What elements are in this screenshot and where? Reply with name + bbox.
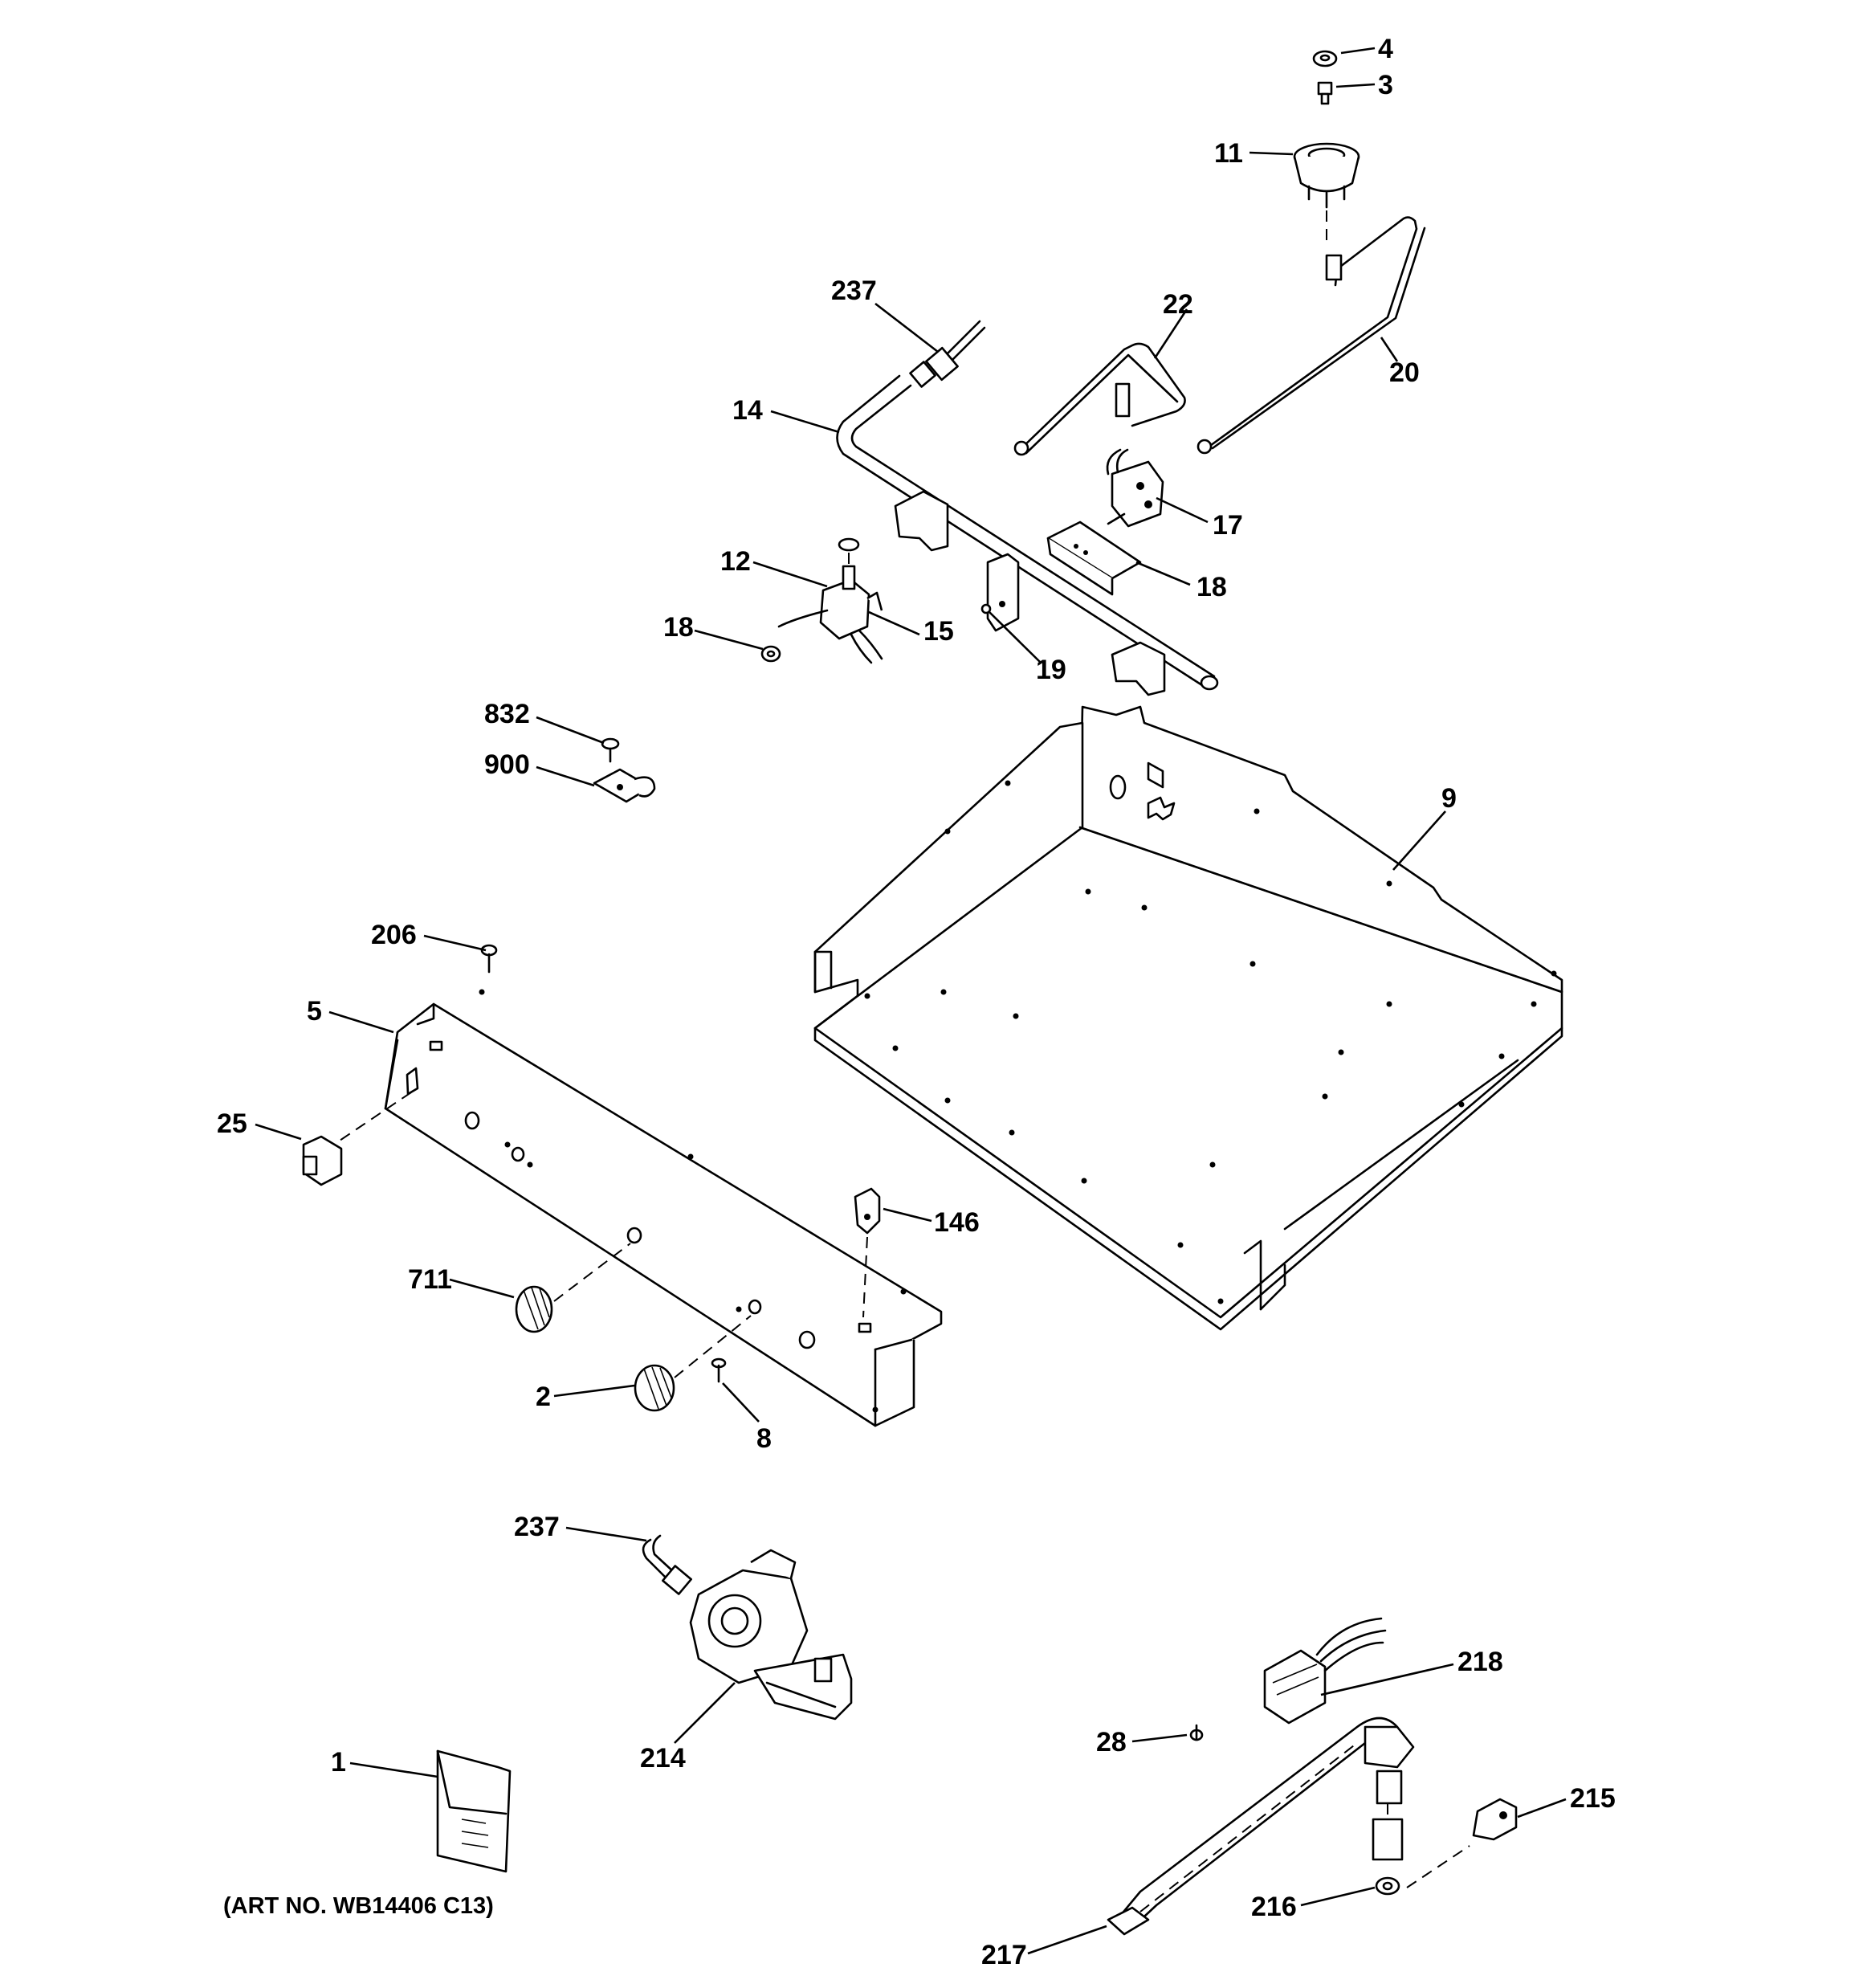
label-215: 215 bbox=[1570, 1783, 1616, 1814]
label-218: 218 bbox=[1457, 1647, 1503, 1677]
part-15-wires bbox=[777, 609, 883, 664]
part-5-control-panel bbox=[384, 989, 943, 1427]
part-1-literature bbox=[436, 1749, 512, 1873]
part-11-burner-cap bbox=[1293, 142, 1360, 209]
part-labels: 4 3 11 237 22 20 14 17 12 18 15 18 19 83… bbox=[217, 34, 1616, 1970]
part-28-screw bbox=[1189, 1724, 1204, 1741]
part-18-bracket bbox=[1046, 512, 1142, 596]
burner-box-holes bbox=[864, 780, 1557, 1304]
label-15: 15 bbox=[923, 616, 954, 647]
manifold-bracket-1 bbox=[894, 490, 949, 552]
label-711: 711 bbox=[408, 1264, 452, 1295]
label-206: 206 bbox=[371, 920, 417, 950]
label-5: 5 bbox=[307, 996, 322, 1027]
part-237-fitting-top bbox=[909, 320, 986, 388]
part-832-screw bbox=[601, 737, 620, 763]
part-217-burner-tube bbox=[1107, 1717, 1415, 1936]
part-216-nut bbox=[1375, 1876, 1400, 1896]
label-900: 900 bbox=[484, 749, 530, 780]
label-19: 19 bbox=[1036, 655, 1066, 685]
label-14: 14 bbox=[732, 395, 763, 426]
manifold-bracket-3 bbox=[986, 553, 1020, 632]
assembly-line bbox=[1406, 1845, 1470, 1888]
label-12: 12 bbox=[720, 546, 751, 577]
label-2: 2 bbox=[536, 1382, 551, 1412]
part-8-screw bbox=[711, 1357, 727, 1383]
label-3: 3 bbox=[1378, 70, 1393, 100]
assembly-line bbox=[674, 1315, 752, 1378]
label-18-bracket: 18 bbox=[1196, 572, 1227, 602]
part-711-knob bbox=[515, 1285, 553, 1333]
part-17-switch bbox=[1106, 448, 1164, 528]
part-19-screw bbox=[980, 603, 992, 614]
part-25-switch bbox=[302, 1135, 343, 1186]
label-4: 4 bbox=[1378, 34, 1393, 64]
label-8: 8 bbox=[756, 1423, 772, 1454]
label-214: 214 bbox=[640, 1743, 686, 1774]
assembly-line bbox=[862, 1236, 868, 1318]
part-146-clip bbox=[854, 1187, 881, 1235]
part-20-tube bbox=[1196, 216, 1426, 455]
part-3-screw bbox=[1317, 81, 1333, 105]
label-237-top: 237 bbox=[831, 276, 877, 306]
label-25: 25 bbox=[217, 1108, 247, 1139]
part-4-nut bbox=[1312, 50, 1338, 67]
part-900-clip bbox=[593, 768, 656, 803]
part-12-valve bbox=[819, 537, 883, 640]
label-22: 22 bbox=[1163, 289, 1193, 320]
part-215-bracket bbox=[1472, 1798, 1518, 1841]
label-18-nut: 18 bbox=[663, 612, 694, 643]
part-9-burner-box bbox=[813, 705, 1563, 1331]
part-214-valve bbox=[689, 1549, 853, 1721]
art-number-caption: (ART NO. WB14406 C13) bbox=[223, 1893, 494, 1919]
part-2-knob bbox=[634, 1364, 675, 1412]
label-9: 9 bbox=[1441, 783, 1457, 814]
part-218-igniter bbox=[1263, 1617, 1387, 1725]
leader-lines bbox=[255, 47, 1567, 1955]
assembly-line bbox=[553, 1243, 631, 1302]
manifold-bracket-2 bbox=[1111, 641, 1166, 696]
label-28: 28 bbox=[1096, 1727, 1127, 1757]
part-14-manifold bbox=[836, 374, 1219, 696]
label-237-bottom: 237 bbox=[514, 1512, 560, 1542]
part-18-nut bbox=[760, 645, 781, 663]
assembly-line bbox=[336, 1092, 412, 1143]
label-11: 11 bbox=[1214, 138, 1243, 169]
label-832: 832 bbox=[484, 699, 530, 729]
label-146: 146 bbox=[934, 1207, 980, 1238]
label-20: 20 bbox=[1389, 357, 1420, 388]
label-216: 216 bbox=[1251, 1892, 1297, 1922]
label-17: 17 bbox=[1213, 510, 1243, 541]
part-237-fitting-bottom bbox=[642, 1534, 692, 1595]
part-22-tube bbox=[1013, 342, 1186, 456]
label-1: 1 bbox=[331, 1747, 346, 1778]
label-217: 217 bbox=[981, 1940, 1027, 1970]
